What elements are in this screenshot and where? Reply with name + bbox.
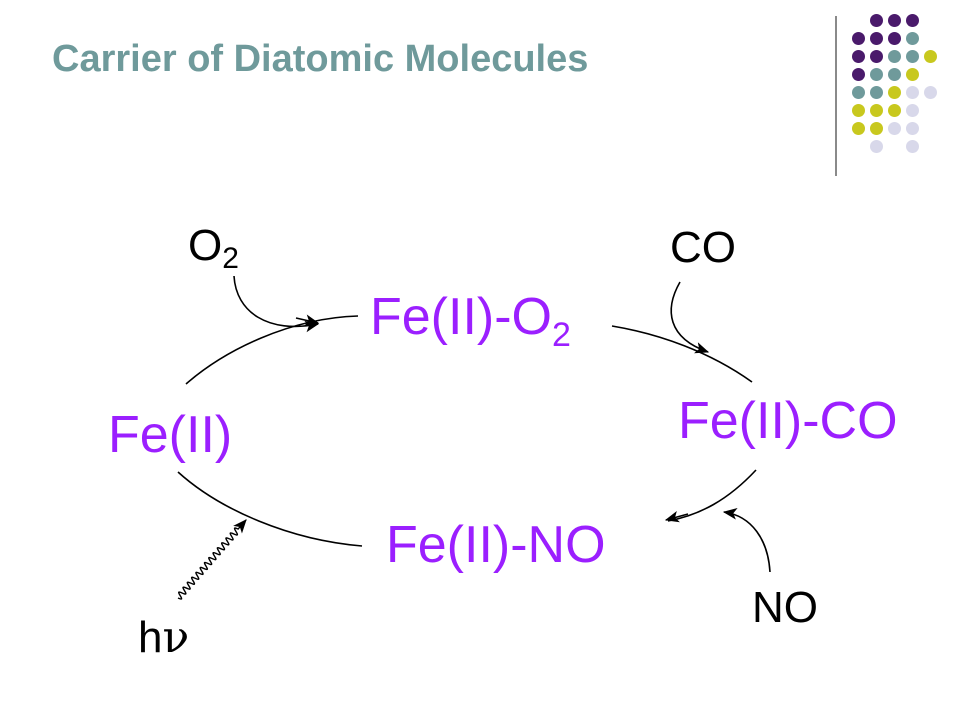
decor-dot (852, 86, 865, 99)
decor-dot (888, 32, 901, 45)
decor-dot (906, 32, 919, 45)
cycle-arc-bottom-left (177, 471, 363, 547)
decor-dot (888, 122, 901, 135)
decor-dot (906, 14, 919, 27)
species-fe2: Fe(II) (108, 406, 232, 464)
decor-dot (888, 86, 901, 99)
decor-dot (852, 50, 865, 63)
decor-dot (852, 32, 865, 45)
decor-dot (906, 104, 919, 117)
co-incoming-arrow-icon (670, 281, 710, 354)
species-fe2-o2: Fe(II)-O2 (370, 288, 571, 354)
cycle-arc-bottom-right (667, 469, 757, 522)
reagent-co: CO (670, 223, 736, 272)
wavy-light-arrow-icon (177, 519, 247, 600)
decor-dot (870, 122, 883, 135)
decor-dot (924, 86, 937, 99)
o2-incoming-arrow-icon (233, 275, 320, 333)
species-fe2-o2-main: Fe(II)-O (370, 288, 552, 346)
decor-dot (870, 50, 883, 63)
decor-dot (906, 122, 919, 135)
decor-dot (852, 68, 865, 81)
decor-dot (870, 14, 883, 27)
slide-title: Carrier of Diatomic Molecules (52, 38, 589, 80)
species-fe2-no: Fe(II)-NO (386, 516, 606, 574)
decor-dot (924, 50, 937, 63)
decor-dot (870, 140, 883, 153)
decor-dot (906, 68, 919, 81)
dot-grid-icon (850, 12, 940, 162)
reagent-o2-main: O (188, 221, 222, 270)
decor-dot (888, 50, 901, 63)
species-fe2-co: Fe(II)-CO (678, 392, 898, 450)
reagent-o2-sub: 2 (222, 242, 239, 275)
cycle-arc-top-left (185, 315, 359, 385)
decor-dot (906, 50, 919, 63)
cycle-arc-top-right (611, 325, 753, 383)
light-h: h (138, 613, 162, 662)
decor-dot (852, 104, 865, 117)
reagent-no: NO (752, 583, 818, 632)
decor-dot (888, 104, 901, 117)
light-nu: ν (162, 612, 189, 663)
arrowhead-bottom-right-icon (664, 510, 689, 523)
decor-dot (852, 122, 865, 135)
decor-dot (870, 32, 883, 45)
reagent-o2: O2 (188, 221, 239, 275)
decor-dot (870, 68, 883, 81)
decor-dot (906, 140, 919, 153)
light-label: hν (138, 612, 189, 663)
decor-dot (888, 14, 901, 27)
decor-dot (870, 86, 883, 99)
decor-dot (870, 104, 883, 117)
species-fe2-o2-sub: 2 (552, 316, 571, 354)
no-incoming-arrow-icon (722, 508, 771, 573)
divider-line (835, 16, 837, 176)
decor-dot (906, 86, 919, 99)
decor-dot (888, 68, 901, 81)
